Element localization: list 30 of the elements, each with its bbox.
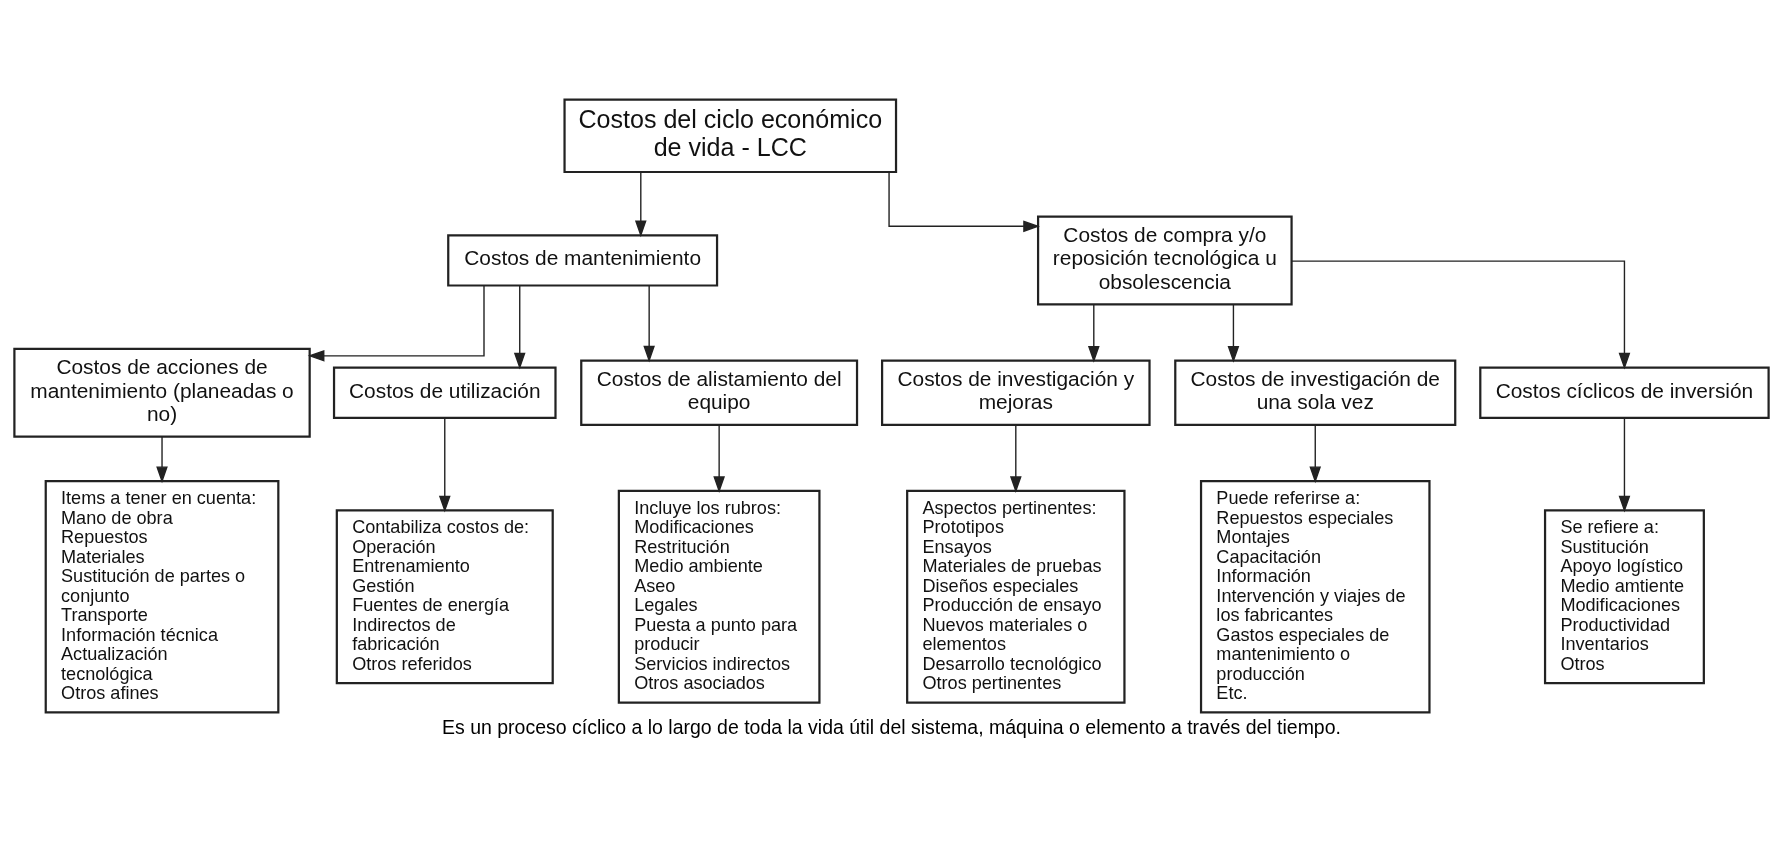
- node-box: Aspectos pertinentes: Prototipos Ensayos Materiales de pruebas Diseños especiales Producción de ensayo Nuevos materiales o elementos Desarrollo tecnológico Otros pertinentes: [906, 489, 1126, 704]
- node-box: Costos cíclicos de inversión: [1479, 366, 1770, 419]
- arrow: [1309, 424, 1322, 484]
- node-box: Costos de compra y/o reposición tecnológica u obsolescencia: [1036, 215, 1293, 306]
- node-box: Contabiliza costos de: Operación Entrenamiento Gestión Fuentes de energía Indirectos de fabricación Otros referidos: [335, 509, 554, 685]
- arrow: [634, 171, 647, 238]
- node-box: Puede referirse a: Repuestos especiales Montajes Capacitación Información Intervención y viajes de los fabricantes Gastos especiales de mantenimiento o producción Etc.: [1199, 480, 1431, 714]
- arrow: [1009, 424, 1022, 493]
- arrow: [156, 436, 168, 484]
- arrow: [1227, 303, 1240, 363]
- arrow: [1087, 303, 1100, 363]
- node-box: Incluye los rubros: Modificaciones Restritución Medio ambiente Aseo Legales Puesta a punto para producir Servicios indirectos Otros asociados: [617, 489, 821, 704]
- node-box: Costos de alistamiento del equipo: [580, 359, 859, 426]
- node-box: Costos de mantenimiento: [447, 234, 719, 287]
- arrow: [307, 285, 485, 362]
- node-box: Items a tener en cuenta: Mano de obra Repuestos Materiales Sustitución de partes o conjunto Transporte Información técnica Actualización tecnológica Otros afines: [44, 480, 280, 714]
- node-box: Costos de investigación de una sola vez: [1174, 359, 1457, 426]
- arrow: [438, 417, 451, 513]
- node-box: Se refiere a: Sustitución Apoyo logístico Medio amtiente Modificaciones Productividad Inventarios Otros: [1543, 509, 1705, 685]
- caption: Es un proceso cíclico a lo largo de toda la vida útil del sistema, máquina o elemento a través del tiempo.: [442, 715, 1341, 738]
- node-box: Costos de investigación y mejoras: [881, 359, 1151, 426]
- arrow: [1290, 260, 1631, 370]
- arrow: [643, 285, 655, 363]
- arrow: [513, 285, 526, 370]
- arrow: [713, 424, 725, 493]
- node-box: Costos del ciclo económico de vida - LCC: [563, 98, 898, 174]
- node-box: Costos de acciones de mantenimiento (planeadas o no): [13, 347, 311, 438]
- arrow: [1618, 417, 1631, 513]
- node-box: Costos de utilización: [332, 366, 557, 419]
- arrow: [888, 171, 1040, 233]
